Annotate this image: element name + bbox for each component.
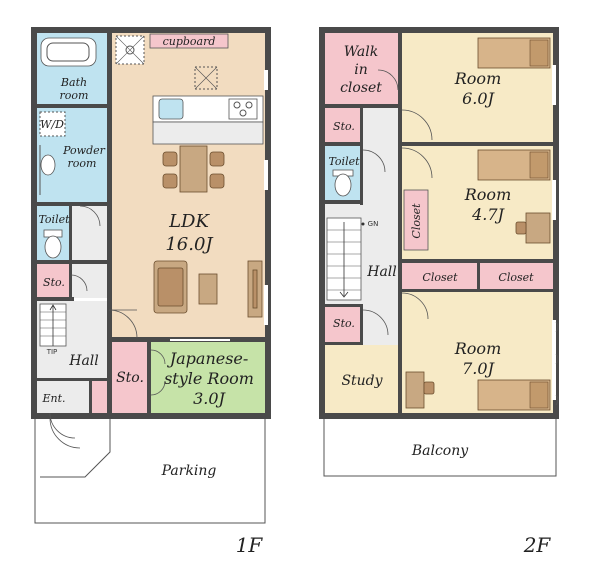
label-room2-size: 4.7J (471, 205, 505, 224)
label-cupboard: cupboard (163, 35, 216, 48)
study (325, 345, 398, 413)
kitchen-sink (158, 98, 184, 120)
powder-sink (40, 154, 56, 176)
stairs-2f (326, 217, 365, 301)
storage-hall-1f (71, 264, 109, 298)
toilet-bowl-2f (334, 173, 352, 197)
label-japanese-2: style Room (164, 369, 254, 388)
label-storage-top-2f: Sto. (333, 120, 355, 133)
label-storage-bottom-2f: Sto. (333, 317, 355, 330)
closet-right (480, 263, 553, 289)
storage-top-2f (325, 108, 363, 143)
parking-area (34, 412, 266, 524)
toilet-hall-1f (71, 206, 109, 261)
stove (228, 98, 258, 120)
coffee-table (198, 273, 218, 305)
label-balcony: Balcony (411, 443, 469, 459)
washer-dryer (39, 111, 66, 137)
label-bath-1: Bath (60, 76, 87, 89)
label-walkin-2: in (354, 62, 368, 78)
toilet-door-arc (79, 205, 101, 227)
label-japanese-size: 3.0J (193, 389, 226, 408)
label-closet-left: Closet (422, 271, 458, 284)
desk-room-4-7 (525, 212, 551, 244)
label-storage-japanese: Sto. (116, 370, 144, 386)
entry-step-arc (49, 417, 81, 449)
floor-2 (319, 27, 559, 477)
label-entrance: Ent. (41, 392, 65, 405)
bathtub (40, 37, 97, 67)
label-closet-right: Closet (498, 271, 534, 284)
bed-room-4-7 (477, 149, 551, 181)
label-bath-2: room (60, 89, 89, 102)
floor-1 (31, 27, 271, 524)
label-parking: Parking (161, 463, 217, 479)
storage-japanese (112, 342, 148, 413)
wall-1f-center (107, 30, 112, 416)
label-hall-1f: Hall (68, 353, 99, 369)
toilet-bowl-1f (44, 235, 62, 259)
label-room1: Room (454, 69, 501, 88)
label-room3-size: 7.0J (462, 359, 495, 378)
outer-wall-2f (319, 27, 559, 419)
entrance-door-arc (49, 412, 76, 439)
label-room2: Room (464, 185, 511, 204)
label-room1-size: 6.0J (462, 89, 495, 108)
japanese-room (151, 342, 265, 413)
label-room3: Room (454, 339, 501, 358)
cupboard (149, 33, 229, 49)
label-walkin-1: Walk (344, 44, 378, 60)
closet-vertical (403, 189, 429, 251)
range-hood (194, 66, 218, 90)
dining-set (162, 145, 225, 193)
storage-stairs-1f (37, 264, 71, 298)
bed-room-7 (477, 379, 551, 411)
desk-room-7 (405, 371, 425, 409)
label-floor-1: 1F (236, 533, 264, 557)
label-powder-1: Powder (62, 144, 106, 157)
label-ldk: LDK (168, 211, 210, 232)
label-japanese-1: Japanese- (167, 349, 249, 368)
label-closet-vertical: Closet (410, 203, 423, 239)
label-gn: GN (368, 220, 379, 228)
label-wd: W/D (40, 118, 64, 131)
label-floor-2: 2F (523, 533, 552, 557)
entrance (37, 381, 91, 413)
label-powder-2: room (68, 157, 97, 170)
label-storage-1f: Sto. (43, 276, 65, 289)
counter-bar (152, 121, 264, 145)
label-tip: TIP (46, 348, 58, 356)
label-toilet-2f: Toilet (328, 155, 360, 168)
shoe-cabinet (91, 381, 109, 413)
balcony-area (323, 412, 557, 477)
closet-left (401, 263, 477, 289)
label-study: Study (341, 373, 383, 389)
label-hall-2f: Hall (366, 264, 397, 280)
bed-room-6 (477, 37, 551, 69)
storage-bottom-2f (325, 307, 363, 342)
label-toilet-1f: Toilet (38, 213, 70, 226)
label-ldk-size: 16.0J (165, 234, 214, 255)
label-walkin-3: closet (340, 80, 382, 96)
stairs-1f (39, 303, 67, 347)
outer-wall-1f (31, 27, 271, 419)
walk-in-closet (325, 33, 398, 105)
